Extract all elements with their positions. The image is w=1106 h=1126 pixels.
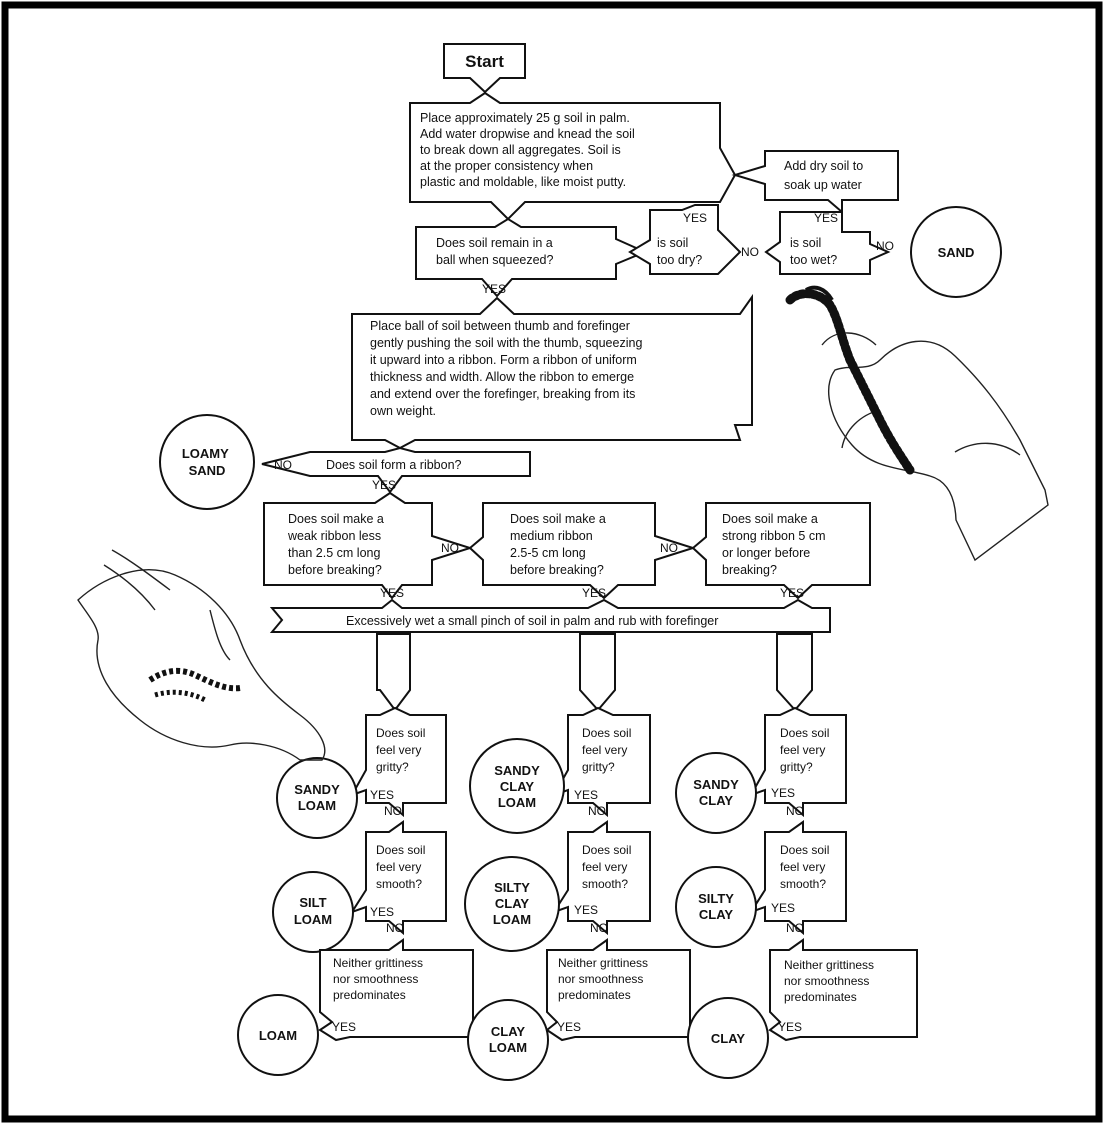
svg-text:Does soil feel very: Does soil feel very gritty?	[780, 726, 833, 774]
svg-text:YES: YES	[370, 788, 394, 802]
strong-ribbon-text: Does soil make a strong ribbon 5 cm or l…	[722, 512, 829, 577]
medium-yes-label: YES	[582, 586, 606, 600]
knead-step: Place approximately 25 g soil in palm. A…	[409, 91, 737, 221]
neither-question-1: Neither grittiness nor smoothness predom…	[318, 938, 474, 1042]
svg-text:LOAMY SAND: LOAMY SAND	[182, 446, 232, 478]
result-loamy-sand: LOAMY SAND	[159, 414, 255, 510]
smooth-question-2: Does soil feel very smooth?	[551, 820, 651, 936]
svg-text:Does soil feel very: Does soil feel very gritty?	[376, 726, 429, 774]
svg-text:YES: YES	[574, 903, 598, 917]
ball-yes-label: YES	[482, 282, 506, 296]
svg-text:Neither grittiness nor: Neither grittiness nor smoothness predom…	[333, 956, 426, 1002]
gritty-question-3: Does soil feel very gritty?	[748, 706, 847, 818]
add-dry-soil-text: Add dry soil to soak up water	[784, 159, 867, 192]
result-clay: CLAY	[687, 997, 769, 1079]
svg-text:Does soil feel very: Does soil feel very smooth?	[582, 843, 635, 891]
too-dry-yes-label: YES	[683, 211, 707, 225]
svg-text:LOAM: LOAM	[259, 1028, 297, 1043]
svg-text:CLAY: CLAY	[711, 1031, 746, 1046]
wet-rub-text: Excessively wet a small pinch of soil in…	[346, 614, 718, 628]
ribbon-step: Place ball of soil between thumb and for…	[351, 293, 753, 450]
strong-ribbon-question: Does soil make a strong ribbon 5 cm or l…	[691, 502, 871, 600]
weak-ribbon-question: Does soil make a weak ribbon less than 2…	[263, 491, 474, 600]
svg-text:Neither grittiness nor: Neither grittiness nor smoothness predom…	[558, 956, 651, 1002]
weak-ribbon-text: Does soil make a weak ribbon less than 2…	[287, 512, 387, 577]
svg-text:NO: NO	[386, 921, 404, 935]
weak-yes-label: YES	[380, 586, 404, 600]
neither-question-3: Neither grittiness nor smoothness predom…	[768, 938, 918, 1042]
palm-hand-illustration	[77, 549, 326, 761]
svg-text:NO: NO	[786, 804, 804, 818]
svg-text:YES: YES	[574, 788, 598, 802]
svg-text:YES: YES	[771, 786, 795, 800]
ribbon-hand-illustration	[785, 285, 1049, 562]
svg-text:SAND: SAND	[938, 245, 975, 260]
gritty-question-1: Does soil feel very gritty?	[349, 706, 447, 818]
svg-text:YES: YES	[771, 901, 795, 915]
neither-question-2: Neither grittiness nor smoothness predom…	[545, 938, 691, 1042]
start-node: Start	[443, 43, 526, 94]
too-wet-text: is soil too wet?	[790, 236, 837, 267]
svg-text:NO: NO	[384, 804, 402, 818]
ball-question-text: Does soil remain in a ball when squeezed…	[436, 236, 556, 267]
column-2: Does soil feel very gritty? YES NO SANDY…	[464, 633, 691, 1081]
too-dry-no-label: NO	[741, 245, 759, 259]
too-wet-question: is soil too wet?	[764, 211, 891, 275]
svg-text:YES: YES	[370, 905, 394, 919]
svg-text:NO: NO	[786, 921, 804, 935]
smooth-question-3: Does soil feel very smooth?	[748, 820, 847, 936]
strong-yes-label: YES	[780, 586, 804, 600]
result-sand: SAND	[910, 206, 1002, 298]
svg-text:Does soil feel very: Does soil feel very gritty?	[582, 726, 635, 774]
medium-ribbon-question: Does soil make a medium ribbon 2.5-5 cm …	[468, 502, 697, 600]
gritty-question-2: Does soil feel very gritty?	[551, 706, 651, 818]
medium-no-label: NO	[660, 541, 678, 555]
result-loam: LOAM	[237, 994, 319, 1076]
start-label: Start	[465, 52, 504, 71]
wet-rub-step: Excessively wet a small pinch of soil in…	[269, 598, 831, 633]
too-wet-yes-label: YES	[814, 211, 838, 225]
form-ribbon-yes-label: YES	[372, 478, 396, 492]
column-1: Does soil feel very gritty? YES NO SANDY…	[237, 633, 474, 1076]
ball-question: Does soil remain in a ball when squeezed…	[415, 217, 648, 298]
ribbon-step-text: Place ball of soil between thumb and for…	[370, 319, 646, 418]
too-dry-question: is soil too dry?	[628, 204, 742, 275]
smooth-question-1: Does soil feel very smooth?	[349, 820, 447, 936]
svg-text:YES: YES	[332, 1020, 356, 1034]
svg-text:NO: NO	[590, 921, 608, 935]
too-wet-no-label: NO	[876, 239, 894, 253]
svg-text:YES: YES	[778, 1020, 802, 1034]
svg-text:Does soil feel very: Does soil feel very smooth?	[780, 843, 833, 891]
svg-text:NO: NO	[588, 804, 606, 818]
svg-text:Does soil feel very: Does soil feel very smooth?	[376, 843, 429, 891]
form-ribbon-question: Does soil form a ribbon?	[261, 446, 531, 494]
knead-text: Place approximately 25 g soil in palm. A…	[420, 111, 638, 189]
form-ribbon-text: Does soil form a ribbon?	[326, 458, 462, 472]
svg-text:YES: YES	[557, 1020, 581, 1034]
weak-no-label: NO	[441, 541, 459, 555]
column-3: Does soil feel very gritty? YES NO SANDY…	[675, 633, 918, 1079]
add-dry-soil-step: Add dry soil to soak up water	[731, 150, 899, 215]
too-dry-text: is soil too dry?	[657, 236, 702, 267]
form-ribbon-no-label: NO	[274, 458, 292, 472]
svg-text:Neither grittiness nor: Neither grittiness nor smoothness predom…	[784, 958, 877, 1004]
medium-ribbon-text: Does soil make a medium ribbon 2.5-5 cm …	[510, 512, 609, 577]
